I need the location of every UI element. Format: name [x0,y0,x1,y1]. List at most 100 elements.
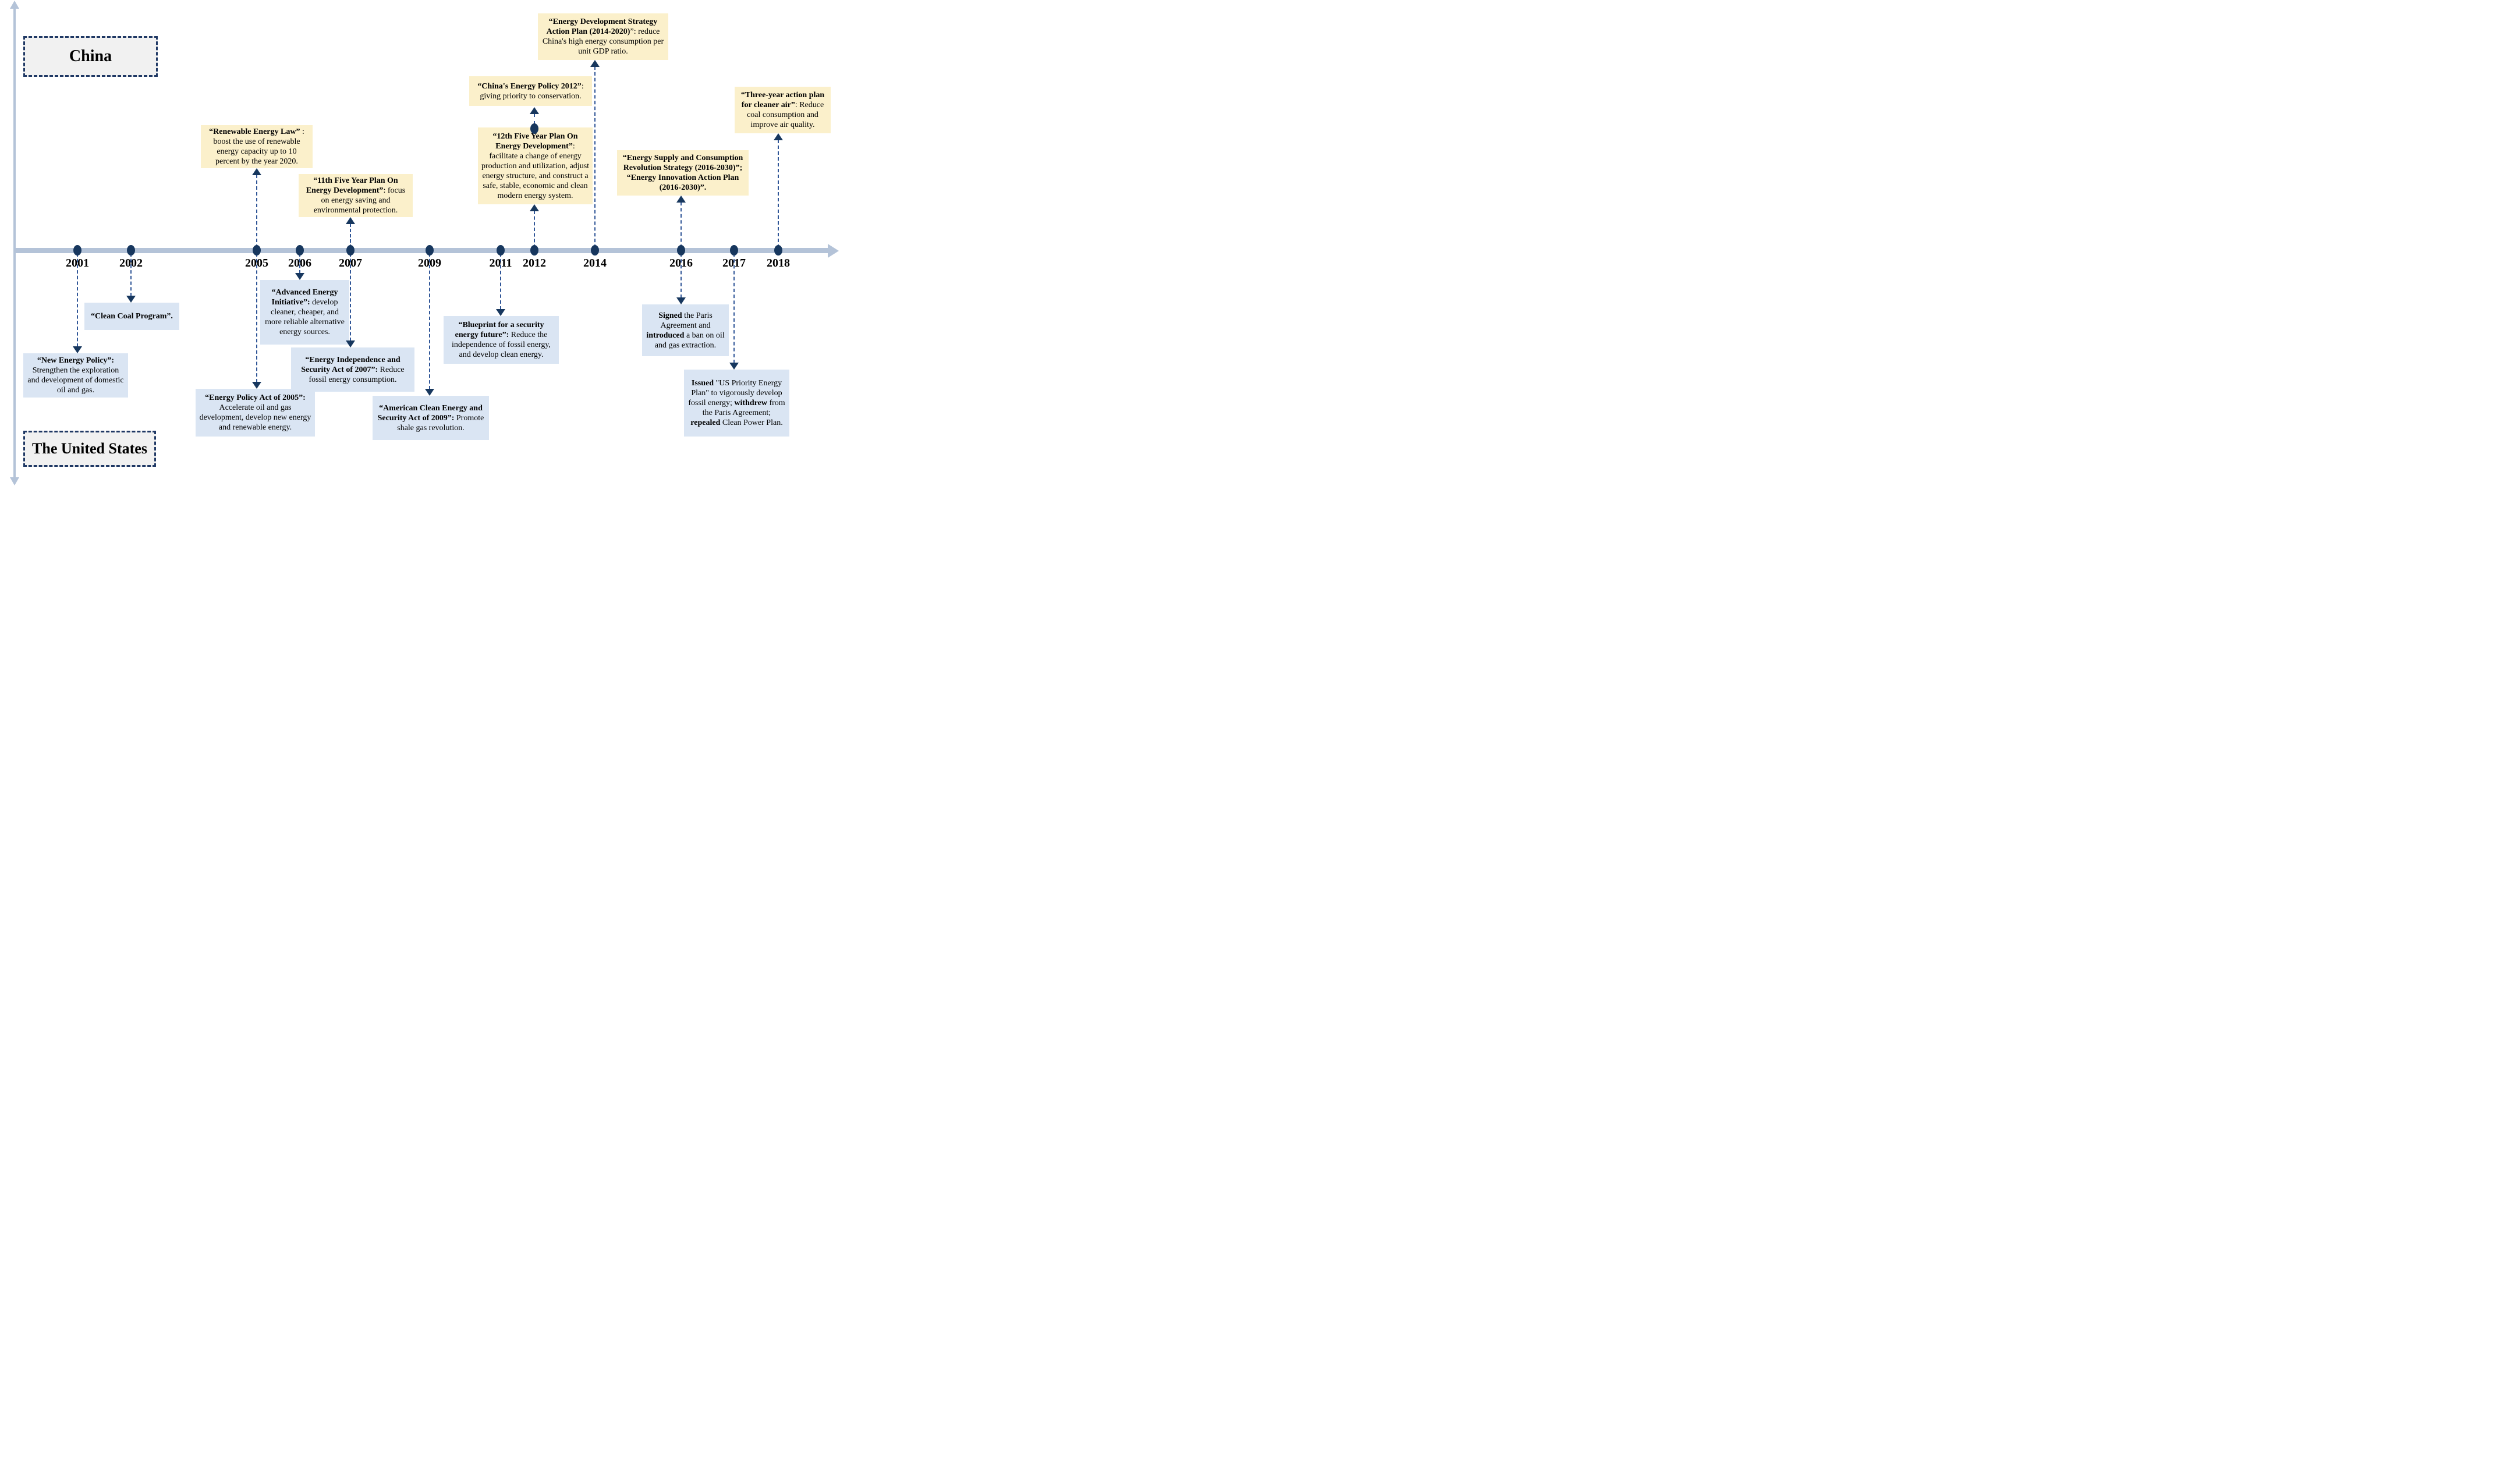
year-label-2017: 2017 [722,257,746,269]
event-text: “Three-year action plan for cleaner air”… [738,90,828,130]
connector-arrowhead-energy-policy-act-2005 [252,382,261,389]
event-box-energy-supply-consumption-revolution: “Energy Supply and Consumption Revolutio… [617,150,749,196]
year-label-2006: 2006 [288,257,311,269]
event-text-segment: Reduce the independence of fossil energy… [452,331,551,359]
connector-line-american-clean-energy-security-act-2009 [429,253,430,389]
timeline-dot-2009 [426,245,434,256]
connector-arrowhead-11th-five-year-plan [346,217,355,224]
event-box-signed-paris-agreement: Signed the Paris Agreement and introduce… [642,304,729,356]
event-text-segment: ”: reduce China's high energy consumptio… [542,27,664,56]
connector-line-signed-paris-agreement [680,253,682,298]
event-text-segment: : giving priority to conservation. [480,81,584,101]
event-text-segment: Accelerate oil and gas development, deve… [199,403,311,432]
event-text-segment: : focus on energy saving and environment… [313,186,406,215]
event-text-segment: Signed [658,311,682,320]
connector-arrowhead-blueprint-security-energy-future [496,309,505,316]
event-text-segment: “12th Five Year Plan On Energy Developme… [492,132,578,151]
event-box-energy-independence-security-act-2007: “Energy Independence and Security Act of… [291,347,414,392]
year-label-2007: 2007 [339,257,362,269]
connector-arrowhead-energy-development-strategy-action-plan [590,60,600,67]
connector-line-energy-policy-act-2005 [256,253,257,382]
event-text: “12th Five Year Plan On Energy Developme… [481,132,590,201]
event-text-segment: Reduce fossil energy consumption. [309,365,405,384]
x-axis-line [15,248,829,253]
connector-line-clean-coal-program [130,253,132,296]
event-text-segment: "US Priority Energy Plan" to vigorously … [688,379,782,407]
event-box-11th-five-year-plan: “11th Five Year Plan On Energy Developme… [299,174,413,217]
event-text: “11th Five Year Plan On Energy Developme… [302,176,410,215]
connector-dot-chinas-energy-policy-2012 [530,123,538,134]
event-box-new-energy-policy: “New Energy Policy”: Strengthen the expl… [23,353,128,398]
event-text: “American Clean Energy and Security Act … [375,403,486,433]
year-label-2012: 2012 [523,257,546,269]
event-text-segment: “Energy Development Strategy Action Plan… [546,17,658,36]
connector-line-energy-supply-consumption-revolution [680,202,682,248]
connector-arrowhead-three-year-action-plan [774,133,783,140]
event-text-segment: a ban on oil and gas extraction. [654,331,725,350]
connector-line-energy-development-strategy-action-plan [594,66,596,248]
event-text: “Energy Policy Act of 2005”: Accelerate … [199,393,312,432]
event-text-segment: : Reduce coal consumption and improve ai… [747,101,824,129]
event-text-segment: Promote shale gas revolution. [397,413,484,432]
event-text-segment: “Three-year action plan for cleaner air” [740,91,825,109]
event-text-segment: “Blueprint for a security energy future”… [455,321,544,339]
connector-arrowhead-renewable-energy-law [252,168,261,175]
event-text-segment: “China's Energy Policy 2012” [477,81,582,91]
event-text-segment: introduced [646,331,685,340]
event-text-segment: “Clean Coal Program”. [91,312,173,321]
event-text: “Renewable Energy Law” : boost the use o… [204,127,310,166]
event-box-three-year-action-plan: “Three-year action plan for cleaner air”… [735,87,831,133]
year-label-2014: 2014 [583,257,607,269]
event-text-segment: “Energy Independence and Security Act of… [301,355,400,374]
timeline-dot-2016 [677,245,685,256]
y-axis-arrow-down-icon [10,477,19,485]
event-text: Issued "US Priority Energy Plan" to vigo… [687,378,786,428]
event-text-segment: “Advanced Energy Initiative”: [271,288,338,307]
connector-line-three-year-action-plan [778,140,779,248]
event-text: Signed the Paris Agreement and introduce… [645,311,726,350]
timeline-dot-2011 [497,245,505,256]
connector-arrowhead-energy-independence-security-act-2007 [346,340,355,347]
event-text-segment: withdrew [734,399,767,407]
connector-arrowhead-signed-paris-agreement [676,297,686,304]
year-label-2011: 2011 [489,257,512,269]
connector-line-new-energy-policy [77,253,78,347]
timeline-dot-2005 [253,245,261,256]
year-label-2018: 2018 [767,257,790,269]
connector-arrowhead-energy-supply-consumption-revolution [676,196,686,203]
connector-arrowhead-12th-five-year-plan [530,204,539,211]
connector-line-blueprint-security-energy-future [500,253,501,310]
event-text-segment: from the Paris Agreement; [702,399,785,417]
y-axis-arrow-up-icon [10,1,19,9]
event-text-segment: the Paris Agreement and [660,311,713,330]
event-text-segment: Strengthen the exploration and developme… [27,366,124,395]
event-text: “Advanced Energy Initiative”: develop cl… [263,288,346,337]
timeline-dot-2002 [127,245,135,256]
connector-arrowhead-american-clean-energy-security-act-2009 [425,389,434,396]
china-label-text: China [69,47,112,65]
event-text-segment: Issued [691,379,714,388]
connector-line-issued-us-priority-energy-plan [733,253,735,363]
timeline-dot-2007 [346,245,355,256]
event-text-segment: “11th Five Year Plan On Energy Developme… [306,176,398,195]
connector-line-advanced-energy-initiative [299,253,300,274]
connector-arrowhead-advanced-energy-initiative [295,273,304,280]
event-text-segment: Clean Power Plan. [720,418,783,427]
timeline-dot-2001 [73,245,81,256]
event-text: “Clean Coal Program”. [91,311,173,321]
timeline-dot-2017 [730,245,738,256]
event-text: “New Energy Policy”: Strengthen the expl… [26,356,125,395]
year-label-2001: 2001 [66,257,89,269]
timeline-dot-2014 [591,245,599,256]
event-box-blueprint-security-energy-future: “Blueprint for a security energy future”… [444,316,559,364]
event-text: “Energy Supply and Consumption Revolutio… [620,153,746,193]
timeline-dot-2018 [774,245,782,256]
y-axis-line [13,8,16,477]
event-box-clean-coal-program: “Clean Coal Program”. [84,303,179,330]
connector-line-11th-five-year-plan [350,224,351,248]
year-label-2009: 2009 [418,257,441,269]
connector-line-12th-five-year-plan [534,211,535,248]
event-text-segment: “New Energy Policy”: [37,356,115,365]
event-box-advanced-energy-initiative: “Advanced Energy Initiative”: develop cl… [260,280,349,345]
